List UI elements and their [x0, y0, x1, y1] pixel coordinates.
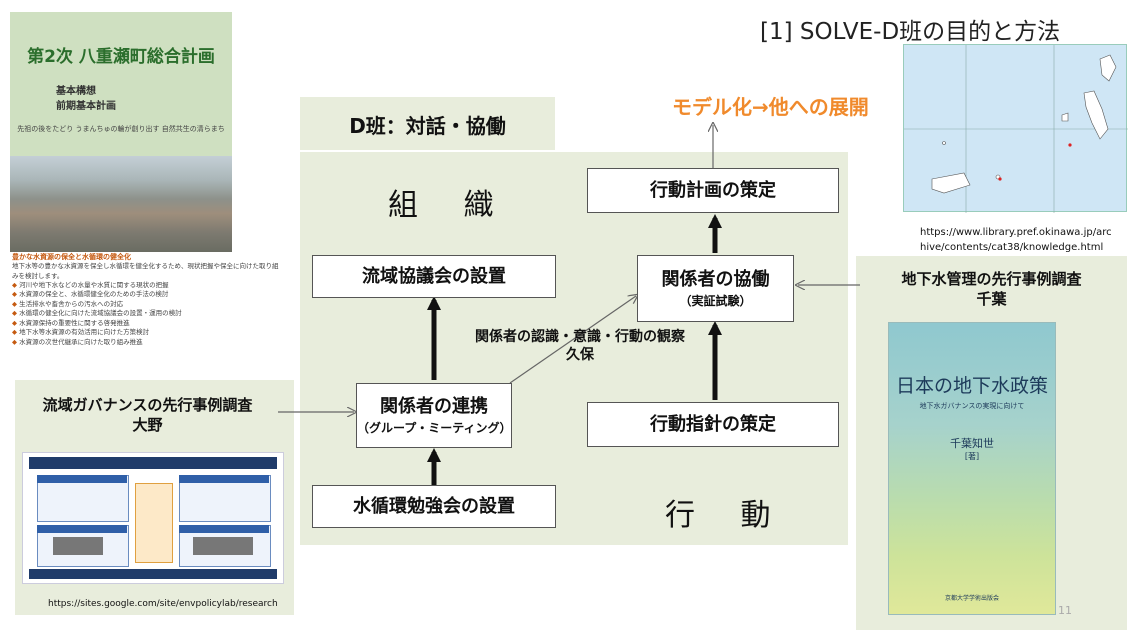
bullet-item: 水資源保持の重要性に関する啓発推進 [12, 319, 282, 328]
model-label: モデル化→他への展開 [672, 95, 869, 119]
cover-line2: 前期基本計画 [56, 101, 116, 112]
box-council-text: 流域協議会の設置 [362, 265, 506, 287]
observation-line1: 関係者の認識・意識・行動の観察 [475, 329, 685, 345]
bullet-item: 地下水等水資源の有効活用に向けた方策検討 [12, 328, 282, 337]
box-guideline-text: 行動指針の策定 [650, 413, 776, 435]
box-link-text: 関係者の連携 [380, 395, 488, 417]
bullet-item: 水資源の保全と、水循環健全化のための手法の検討 [12, 290, 282, 299]
map-source-line2: hive/contents/cat38/knowledge.html [920, 242, 1104, 253]
box-council: 流域協議会の設置 [312, 255, 556, 298]
box-link: 関係者の連携 （グループ・ミーティング） [356, 383, 512, 448]
bullet-heading: 豊かな水資源の保全と水循環の健全化 [12, 253, 131, 261]
map-source-url[interactable]: https://www.library.pref.okinawa.jp/arc … [920, 225, 1112, 255]
cover-slogan: 先祖の後をたどり うまんちゅの輪が創り出す 自然共生の清らまち [17, 125, 225, 133]
left-case-title-line2: 大野 [132, 415, 163, 434]
book-subtitle: 地下水ガバナンスの実現に向けて [919, 402, 1025, 410]
slide-title: [1] SOLVE-D班の目的と方法 [760, 19, 1061, 45]
town-aerial-photo [10, 156, 232, 252]
organization-label: 組 織 [388, 188, 512, 223]
d-team-label: D班：対話・協働 [349, 114, 506, 138]
left-case-title: 流域ガバナンスの先行事例調査 大野 [15, 396, 280, 435]
box-cooperation-sub: （実証試験） [679, 294, 752, 309]
groundwater-policy-book-cover: 日本の地下水政策 地下水ガバナンスの実現に向けて 千葉知世 [著] 京都大学学術… [888, 322, 1056, 615]
d-team-label-panel [300, 97, 555, 150]
book-author: 千葉知世 [950, 437, 994, 450]
box-guideline: 行動指針の策定 [587, 402, 839, 447]
cover-title: 第2次 八重瀬町総合計画 [27, 47, 215, 67]
right-case-title-line2: 千葉 [976, 289, 1007, 308]
map-source-line1: https://www.library.pref.okinawa.jp/arc [920, 227, 1112, 238]
box-plan: 行動計画の策定 [587, 168, 839, 213]
box-link-sub: （グループ・ミーティング） [357, 421, 512, 436]
diagram-panel [300, 152, 848, 545]
bullet-item: 水循環の健全化に向けた流域協議会の設置・運用の検討 [12, 309, 282, 318]
box-cooperation: 関係者の協働 （実証試験） [637, 255, 794, 322]
box-cooperation-text: 関係者の協働 [661, 268, 770, 290]
left-case-title-line1: 流域ガバナンスの先行事例調査 [42, 396, 253, 414]
governance-research-figure [22, 452, 284, 584]
page-number: 11 [1058, 604, 1072, 617]
observation-line2: 久保 [566, 347, 594, 364]
book-title: 日本の地下水政策 [895, 375, 1048, 397]
book-author-suffix: [著] [964, 452, 980, 461]
observation-note: 関係者の認識・意識・行動の観察 久保 [455, 328, 705, 364]
box-study-text: 水循環勉強会の設置 [353, 495, 515, 517]
action-label: 行 動 [665, 498, 789, 533]
book-publisher: 京都大学学術出版会 [944, 595, 999, 602]
okinawa-map-image [903, 44, 1128, 213]
water-policy-bullets: 豊かな水資源の保全と水循環の健全化 地下水等の豊かな水資源を保全し水循環を健全化… [12, 252, 282, 347]
left-case-url[interactable]: https://sites.google.com/site/envpolicyl… [48, 599, 278, 609]
box-study: 水循環勉強会の設置 [312, 485, 556, 528]
bullet-item: 水資源の次世代継承に向けた取り組み推進 [12, 338, 282, 347]
bullet-item: 河川や地下水などの水量や水質に関する現状の把握 [12, 281, 282, 290]
town-plan-cover-image: 第2次 八重瀬町総合計画 基本構想 前期基本計画 先祖の後をたどり うまんちゅの… [10, 12, 232, 252]
right-case-title-line1: 地下水管理の先行事例調査 [901, 270, 1082, 288]
box-plan-text: 行動計画の策定 [650, 179, 776, 201]
bullet-intro: 地下水等の豊かな水資源を保全し水循環を健全化するため、現状把握や保全に向けた取り… [12, 262, 279, 280]
bullet-item: 生活排水や畜舎からの汚水への対応 [12, 300, 282, 309]
arrow-link-to-cooperation [509, 296, 636, 384]
right-case-title: 地下水管理の先行事例調査 千葉 [856, 270, 1127, 309]
cover-line1: 基本構想 [56, 86, 96, 97]
